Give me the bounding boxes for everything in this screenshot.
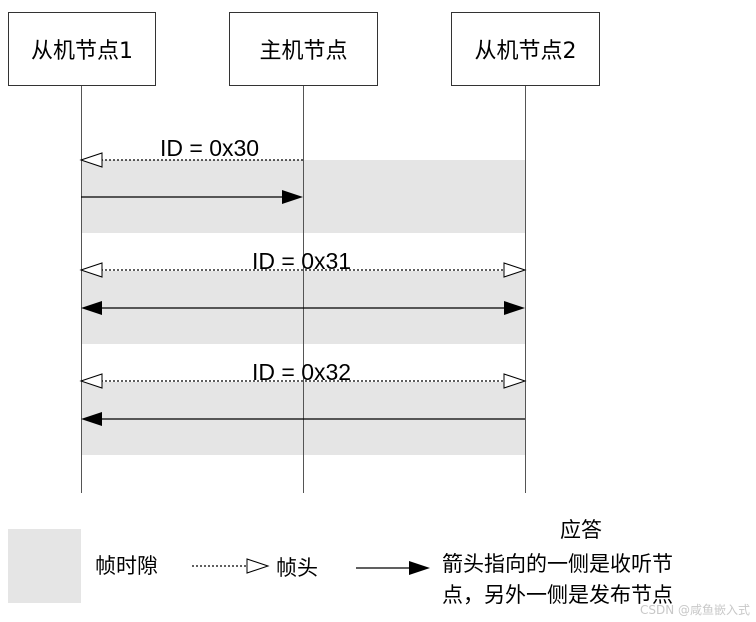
- watermark: CSDN @咸鱼嵌入式: [639, 603, 750, 617]
- header-arrow-3: [79, 373, 527, 389]
- legend-frame-slot-swatch: [8, 529, 81, 603]
- message-id-label-2: ID = 0x31: [252, 248, 352, 274]
- legend-response-arrow: [356, 561, 430, 575]
- lifeline-master: [303, 86, 304, 493]
- legend-response-desc-line1: 箭头指向的一侧是收听节: [442, 552, 673, 576]
- legend-response-desc-line2: 点，另外一侧是发布节点: [442, 583, 673, 607]
- node-slave-1: 从机节点1: [8, 12, 156, 86]
- response-arrow-2: [81, 301, 525, 315]
- header-arrow-1: [79, 152, 303, 168]
- lifeline-slave-1: [81, 86, 82, 493]
- response-arrow-3: [81, 412, 525, 426]
- lifeline-slave-2: [525, 86, 526, 493]
- response-arrow-1: [81, 190, 303, 204]
- legend-header-arrow: [192, 558, 270, 574]
- node-master: 主机节点: [229, 12, 378, 86]
- message-id-label-3: ID = 0x32: [252, 359, 352, 385]
- node-slave-2: 从机节点2: [451, 12, 600, 86]
- legend-response-title: 应答: [560, 518, 602, 542]
- header-arrow-2: [79, 262, 527, 278]
- message-id-label-1: ID = 0x30: [160, 135, 260, 161]
- legend-frame-slot-label: 帧时隙: [95, 554, 158, 578]
- legend-header-label: 帧头: [276, 556, 318, 580]
